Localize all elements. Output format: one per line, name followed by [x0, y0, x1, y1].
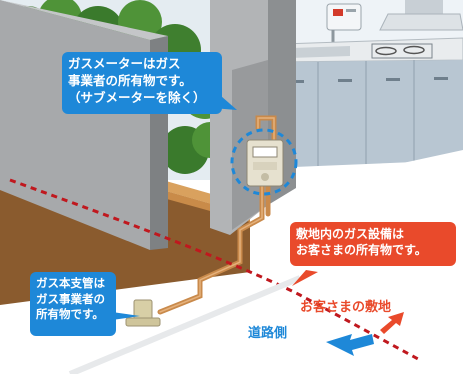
meter-highlight-circle [230, 128, 298, 196]
water-heater-icon [326, 3, 362, 31]
main-pipe-callout: ガス本支管は ガス事業者の 所有物です。 [30, 272, 116, 336]
callout-pointer-premises [292, 270, 318, 286]
customer-premises-label: お客さまの敷地 [300, 300, 392, 315]
callout-pointer-main-pipe [112, 312, 140, 320]
sink [290, 46, 350, 58]
premises-side-arrow [380, 312, 404, 334]
gas-meter-callout-line3: （サブメーターを除く） [68, 89, 206, 105]
range-hood-icon [379, 0, 463, 31]
gas-meter-icon [246, 139, 284, 187]
premises-equipment-callout: 敷地内のガス設備は お客さまの所有物です。 [290, 222, 456, 266]
premises-equipment-callout-line2: お客さまの所有物です。 [296, 243, 427, 258]
gas-meter-callout-line1: ガスメーターはガス [68, 56, 181, 71]
gas-meter-callout: ガスメーターはガス 事業者の所有物です。 （サブメーターを除く） [62, 52, 222, 114]
main-pipe-fitting [125, 299, 161, 327]
road-side-arrow [326, 334, 374, 356]
main-pipe-callout-line1: ガス本支管は [36, 276, 105, 290]
road-side-label: 道路側 [248, 326, 288, 341]
main-pipe-callout-line3: 所有物です。 [36, 307, 104, 322]
premises-equipment-callout-line1: 敷地内のガス設備は [296, 227, 405, 241]
stove-burner-icon [371, 43, 433, 59]
main-pipe-callout-line2: ガス事業者の [36, 291, 105, 306]
gas-meter-callout-line2: 事業者の所有物です。 [68, 72, 192, 88]
